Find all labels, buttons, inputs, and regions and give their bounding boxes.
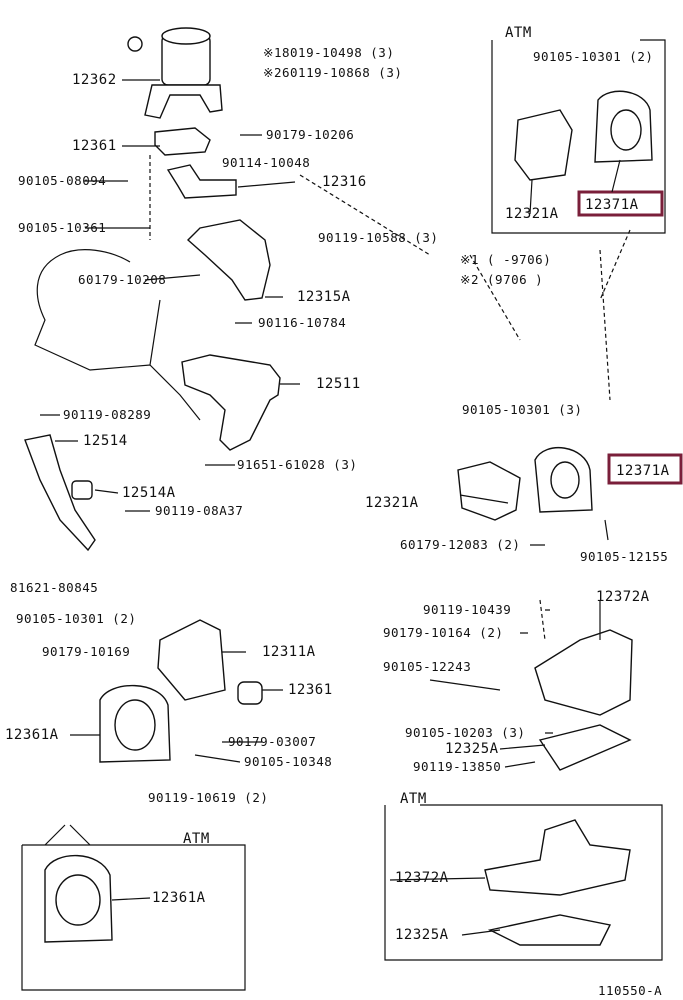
label-90114-10048: 90114-10048 bbox=[222, 155, 310, 170]
part-12316 bbox=[166, 164, 237, 199]
highlight-12371A-mid bbox=[607, 453, 683, 485]
label-90119-08A37: 90119-08A37 bbox=[155, 503, 243, 518]
label-91651-61028: 91651-61028 (3) bbox=[237, 457, 357, 472]
label-12372A: 12372A bbox=[596, 589, 650, 605]
atm-label-top: ATM bbox=[505, 25, 532, 41]
label-90105-10203: 90105-10203 (3) bbox=[405, 725, 525, 740]
label-note1: ※18019-10498 (3) bbox=[263, 45, 394, 60]
label-90105-10361: 90105-10361 bbox=[18, 220, 106, 235]
part-12315A bbox=[186, 219, 271, 301]
label-12361-mid: 12361 bbox=[288, 682, 333, 698]
label-12311A: 12311A bbox=[262, 644, 316, 660]
label-12315A: 12315A bbox=[297, 289, 351, 305]
diagram-id: 110550-A bbox=[598, 983, 662, 998]
label-atm-bolt-top: 90105-10301 (2) bbox=[533, 49, 653, 64]
label-range1: ※1 ( -9706) bbox=[460, 252, 551, 267]
highlight-12371A-top bbox=[577, 190, 664, 217]
label-12514A: 12514A bbox=[122, 485, 176, 501]
label-90105-08094: 90105-08094 bbox=[18, 173, 106, 188]
label-12372A-atm: 12372A bbox=[395, 870, 449, 886]
label-12514: 12514 bbox=[83, 433, 128, 449]
part-12514 bbox=[24, 434, 96, 552]
label-90105-10348: 90105-10348 bbox=[244, 754, 332, 769]
label-90179-10169: 90179-10169 bbox=[42, 644, 130, 659]
engine-outline bbox=[34, 249, 201, 421]
atm-label-right: ATM bbox=[400, 791, 427, 807]
label-12371A-atm[interactable]: 12371A bbox=[585, 197, 639, 213]
label-12371A-mid[interactable]: 12371A bbox=[616, 463, 670, 479]
atm-box-left bbox=[21, 844, 246, 991]
label-left-bolt: 90105-10301 (2) bbox=[16, 611, 136, 626]
label-90105-12155: 90105-12155 bbox=[580, 549, 668, 564]
part-12321A-atm bbox=[514, 109, 573, 181]
mount-12362 bbox=[127, 27, 223, 119]
label-12511: 12511 bbox=[316, 376, 361, 392]
atm-box-top bbox=[491, 39, 666, 234]
label-90119-08289: 90119-08289 bbox=[63, 407, 151, 422]
part-12325A bbox=[538, 724, 632, 771]
label-90179-10164: 90179-10164 (2) bbox=[383, 625, 503, 640]
part-12361-top bbox=[154, 127, 211, 156]
part-12361-mid bbox=[237, 681, 263, 705]
label-90179-03007: 90179-03007 bbox=[228, 734, 316, 749]
label-60179-12083: 60179-12083 (2) bbox=[400, 537, 520, 552]
atm-box-right bbox=[384, 804, 663, 961]
label-12361-top: 12361 bbox=[72, 138, 117, 154]
part-12511 bbox=[181, 354, 281, 451]
label-note2: ※260119-10868 (3) bbox=[263, 65, 402, 80]
label-90119-10588: 90119-10588 (3) bbox=[318, 230, 438, 245]
label-12361A-atm: 12361A bbox=[152, 890, 206, 906]
part-12372A bbox=[534, 629, 633, 716]
label-mid-bolt: 90105-10301 (3) bbox=[462, 402, 582, 417]
label-90119-13850: 90119-13850 bbox=[413, 759, 501, 774]
label-12316: 12316 bbox=[322, 174, 367, 190]
label-90119-10439: 90119-10439 bbox=[423, 602, 511, 617]
label-90119-10619: 90119-10619 (2) bbox=[148, 790, 268, 805]
label-range2: ※2 (9706 ) bbox=[460, 272, 543, 287]
label-12321A-mid: 12321A bbox=[365, 495, 419, 511]
part-12311A bbox=[157, 619, 226, 701]
label-12325A: 12325A bbox=[445, 741, 499, 757]
part-12321A-mid bbox=[457, 461, 521, 521]
label-90179-10206: 90179-10206 bbox=[266, 127, 354, 142]
label-12321A-atm: 12321A bbox=[505, 206, 559, 222]
atm-label-left: ATM bbox=[183, 831, 210, 847]
label-12362: 12362 bbox=[72, 72, 117, 88]
label-12361A: 12361A bbox=[5, 727, 59, 743]
part-12514A bbox=[71, 480, 93, 500]
label-12325A-atm: 12325A bbox=[395, 927, 449, 943]
label-60179-10208: 60179-10208 bbox=[78, 272, 166, 287]
label-81621-80845: 81621-80845 bbox=[10, 580, 98, 595]
label-90116-10784: 90116-10784 bbox=[258, 315, 346, 330]
label-90105-12243: 90105-12243 bbox=[383, 659, 471, 674]
